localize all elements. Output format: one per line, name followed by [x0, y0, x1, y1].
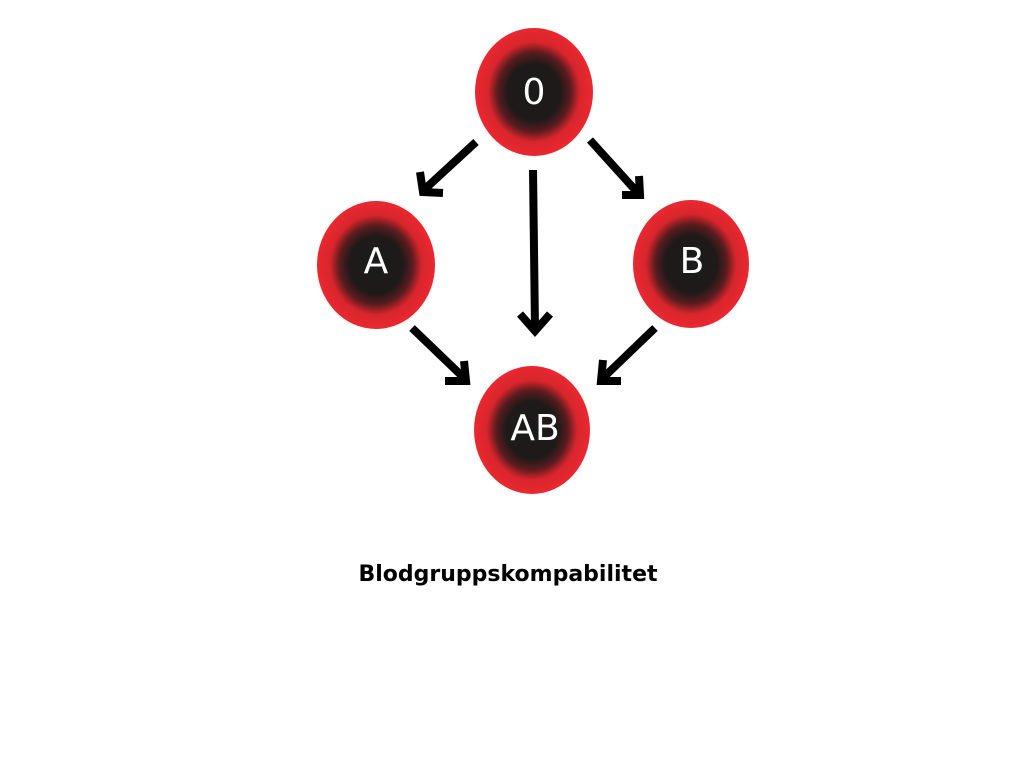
- node-a: A: [317, 201, 435, 329]
- diagram-caption: Blodgruppskompabilitet: [358, 562, 658, 587]
- arrow-a-to-ab: [409, 325, 471, 385]
- node-a-label: A: [364, 241, 389, 282]
- node-b: B: [633, 200, 749, 328]
- arrow-0-to-ab: [517, 169, 553, 338]
- arrow-0-to-a: [416, 139, 479, 197]
- node-ab-label: AB: [510, 408, 559, 449]
- arrow-0-to-b: [587, 137, 645, 199]
- node-0-label: 0: [523, 72, 546, 113]
- node-ab: AB: [474, 366, 590, 494]
- node-0: 0: [475, 28, 593, 156]
- node-b-label: B: [680, 241, 705, 282]
- arrow-b-to-ab: [596, 325, 658, 385]
